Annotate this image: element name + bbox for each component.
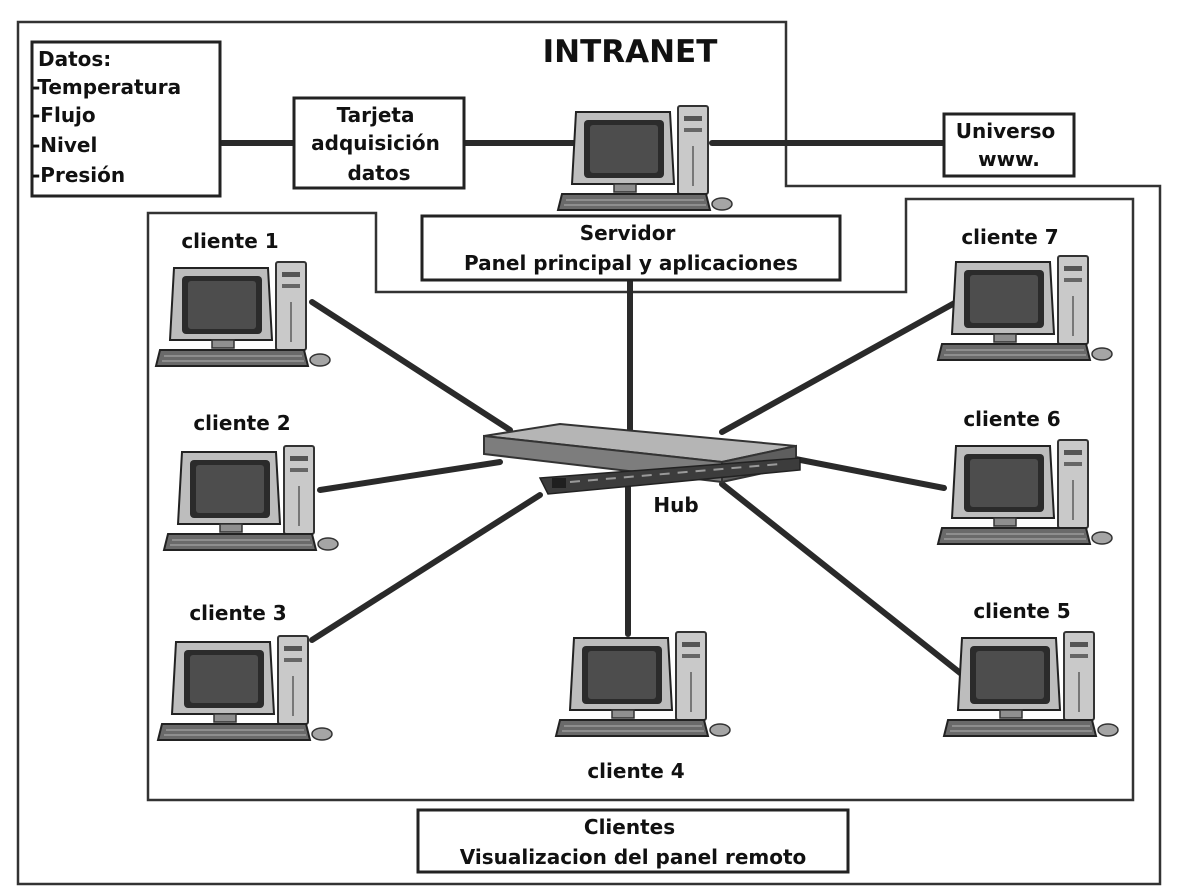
- link-hub-client-1: [309, 299, 513, 433]
- clients-box: [416, 808, 850, 874]
- client-1-label: cliente 1: [181, 229, 278, 253]
- data-item-level: -Nivel: [32, 133, 97, 157]
- network-hub-icon: [483, 422, 801, 495]
- data-item-pressure: -Presión: [32, 163, 125, 187]
- data-item-flow: -Flujo: [32, 103, 96, 127]
- link-hub-client-6: [777, 453, 947, 491]
- client-4-label: cliente 4: [587, 759, 684, 783]
- client-5-computer-icon: [943, 631, 1119, 737]
- link-hub-client-7: [719, 297, 963, 435]
- link-hub-client-2: [317, 459, 503, 493]
- data-heading: Datos:: [38, 47, 111, 71]
- client-6-computer-icon: [937, 439, 1113, 545]
- clients-frame: [146, 197, 1135, 802]
- acquisition-card-box: [292, 96, 466, 190]
- client-3-label: cliente 3: [189, 601, 286, 625]
- client-3-computer-icon: [157, 635, 333, 741]
- server-box: [420, 214, 842, 282]
- intranet-title: INTRANET: [543, 34, 718, 70]
- client-1-computer-icon: [155, 261, 331, 367]
- client-5-label: cliente 5: [973, 599, 1070, 623]
- client-7-label: cliente 7: [961, 225, 1058, 249]
- client-2-label: cliente 2: [193, 411, 290, 435]
- data-box: [30, 40, 222, 198]
- hub-label: Hub: [653, 493, 698, 517]
- data-item-temperature: -Temperatura: [32, 75, 181, 99]
- intranet-frame: [16, 20, 1162, 886]
- client-4-computer-icon: [555, 631, 731, 737]
- data-box-text: Datos: -Temperatura -Flujo -Nivel -Presi…: [32, 47, 188, 187]
- client-6-label: cliente 6: [963, 407, 1060, 431]
- link-hub-client-5: [719, 481, 967, 679]
- client-2-computer-icon: [163, 445, 339, 551]
- link-hub-client-3: [309, 492, 543, 643]
- acquisition-card-text: Tarjeta adquisición datos: [311, 103, 447, 185]
- clients-box-text: Clientes Visualizacion del panel remoto: [460, 815, 807, 869]
- universe-box: [942, 112, 1076, 178]
- client-7-computer-icon: [937, 255, 1113, 361]
- server-text: Servidor Panel principal y aplicaciones: [464, 221, 798, 275]
- server-computer-icon: [557, 105, 733, 211]
- universe-text: Universo www.: [956, 119, 1062, 171]
